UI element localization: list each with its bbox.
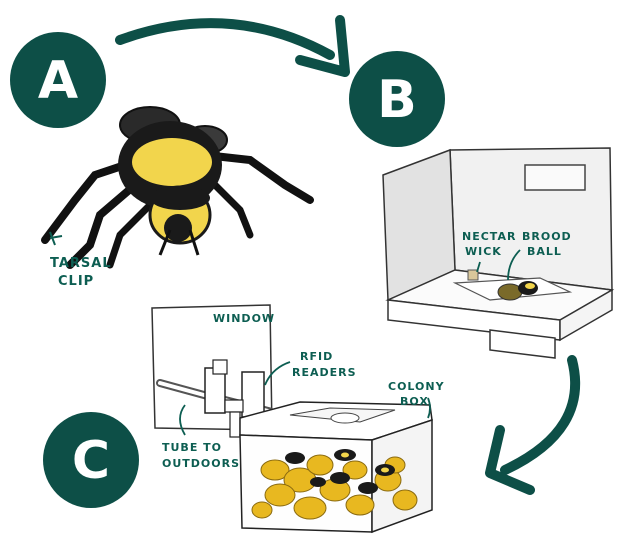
nectar-wick-label-line1: NECTAR (462, 230, 516, 243)
brood-ball-label-line1: BROOD (522, 230, 572, 243)
arrow-a-to-b (120, 20, 345, 72)
badge-c: C (43, 412, 139, 508)
tarsal-clip-label-line2: CLIP (58, 274, 94, 289)
brood-ball-label-line2: BALL (527, 245, 562, 258)
tube-label-line2: OUTDOORS (162, 457, 240, 470)
rfid-label-line2: READERS (292, 366, 357, 379)
colony-box-label-line2: BOX (400, 395, 429, 408)
badge-b: B (349, 51, 445, 147)
bumblebee-icon (45, 107, 310, 265)
svg-text:B: B (377, 70, 417, 130)
rfid-label-line1: RFID (300, 350, 333, 363)
colony-box (240, 402, 432, 532)
tube-label-line1: TUBE TO (162, 441, 222, 454)
window-label: WINDOW (213, 312, 275, 325)
badge-a: A (10, 32, 106, 128)
svg-text:C: C (72, 431, 110, 491)
nectar-wick-label-line2: WICK (465, 245, 502, 258)
tarsal-clip-label-line1: TARSAL (50, 256, 112, 271)
svg-text:A: A (38, 51, 78, 111)
tarsal-clip-pointer (50, 232, 62, 245)
arrow-b-to-c (490, 360, 575, 490)
colony-box-label-line1: COLONY (388, 380, 445, 393)
